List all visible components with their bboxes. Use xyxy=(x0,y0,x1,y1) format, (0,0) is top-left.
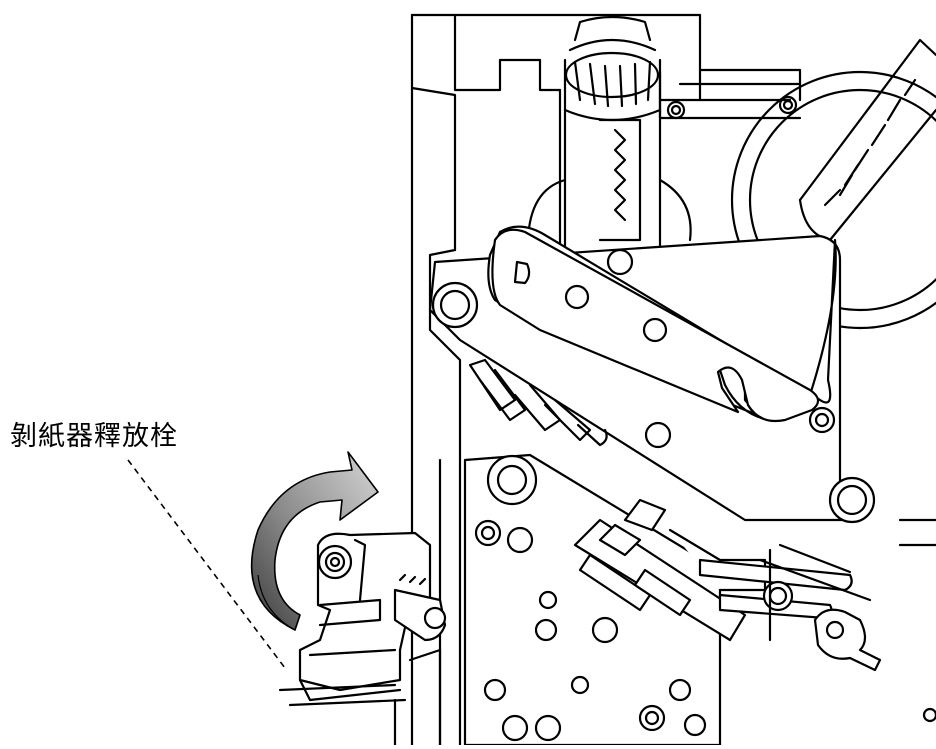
peeler-release-latch-label: 剝紙器釋放栓 xyxy=(10,421,178,452)
rotation-arrow xyxy=(250,451,379,631)
ribbon-spindle-left xyxy=(526,15,692,257)
lower-chassis-plate xyxy=(463,453,722,747)
label-guide-hook xyxy=(758,518,936,723)
media-guides xyxy=(468,358,608,447)
head-lever xyxy=(487,225,837,423)
sensor-assembly xyxy=(573,498,853,642)
ribbon-spindle-right xyxy=(666,38,936,330)
peeler-release-latch xyxy=(278,531,447,747)
